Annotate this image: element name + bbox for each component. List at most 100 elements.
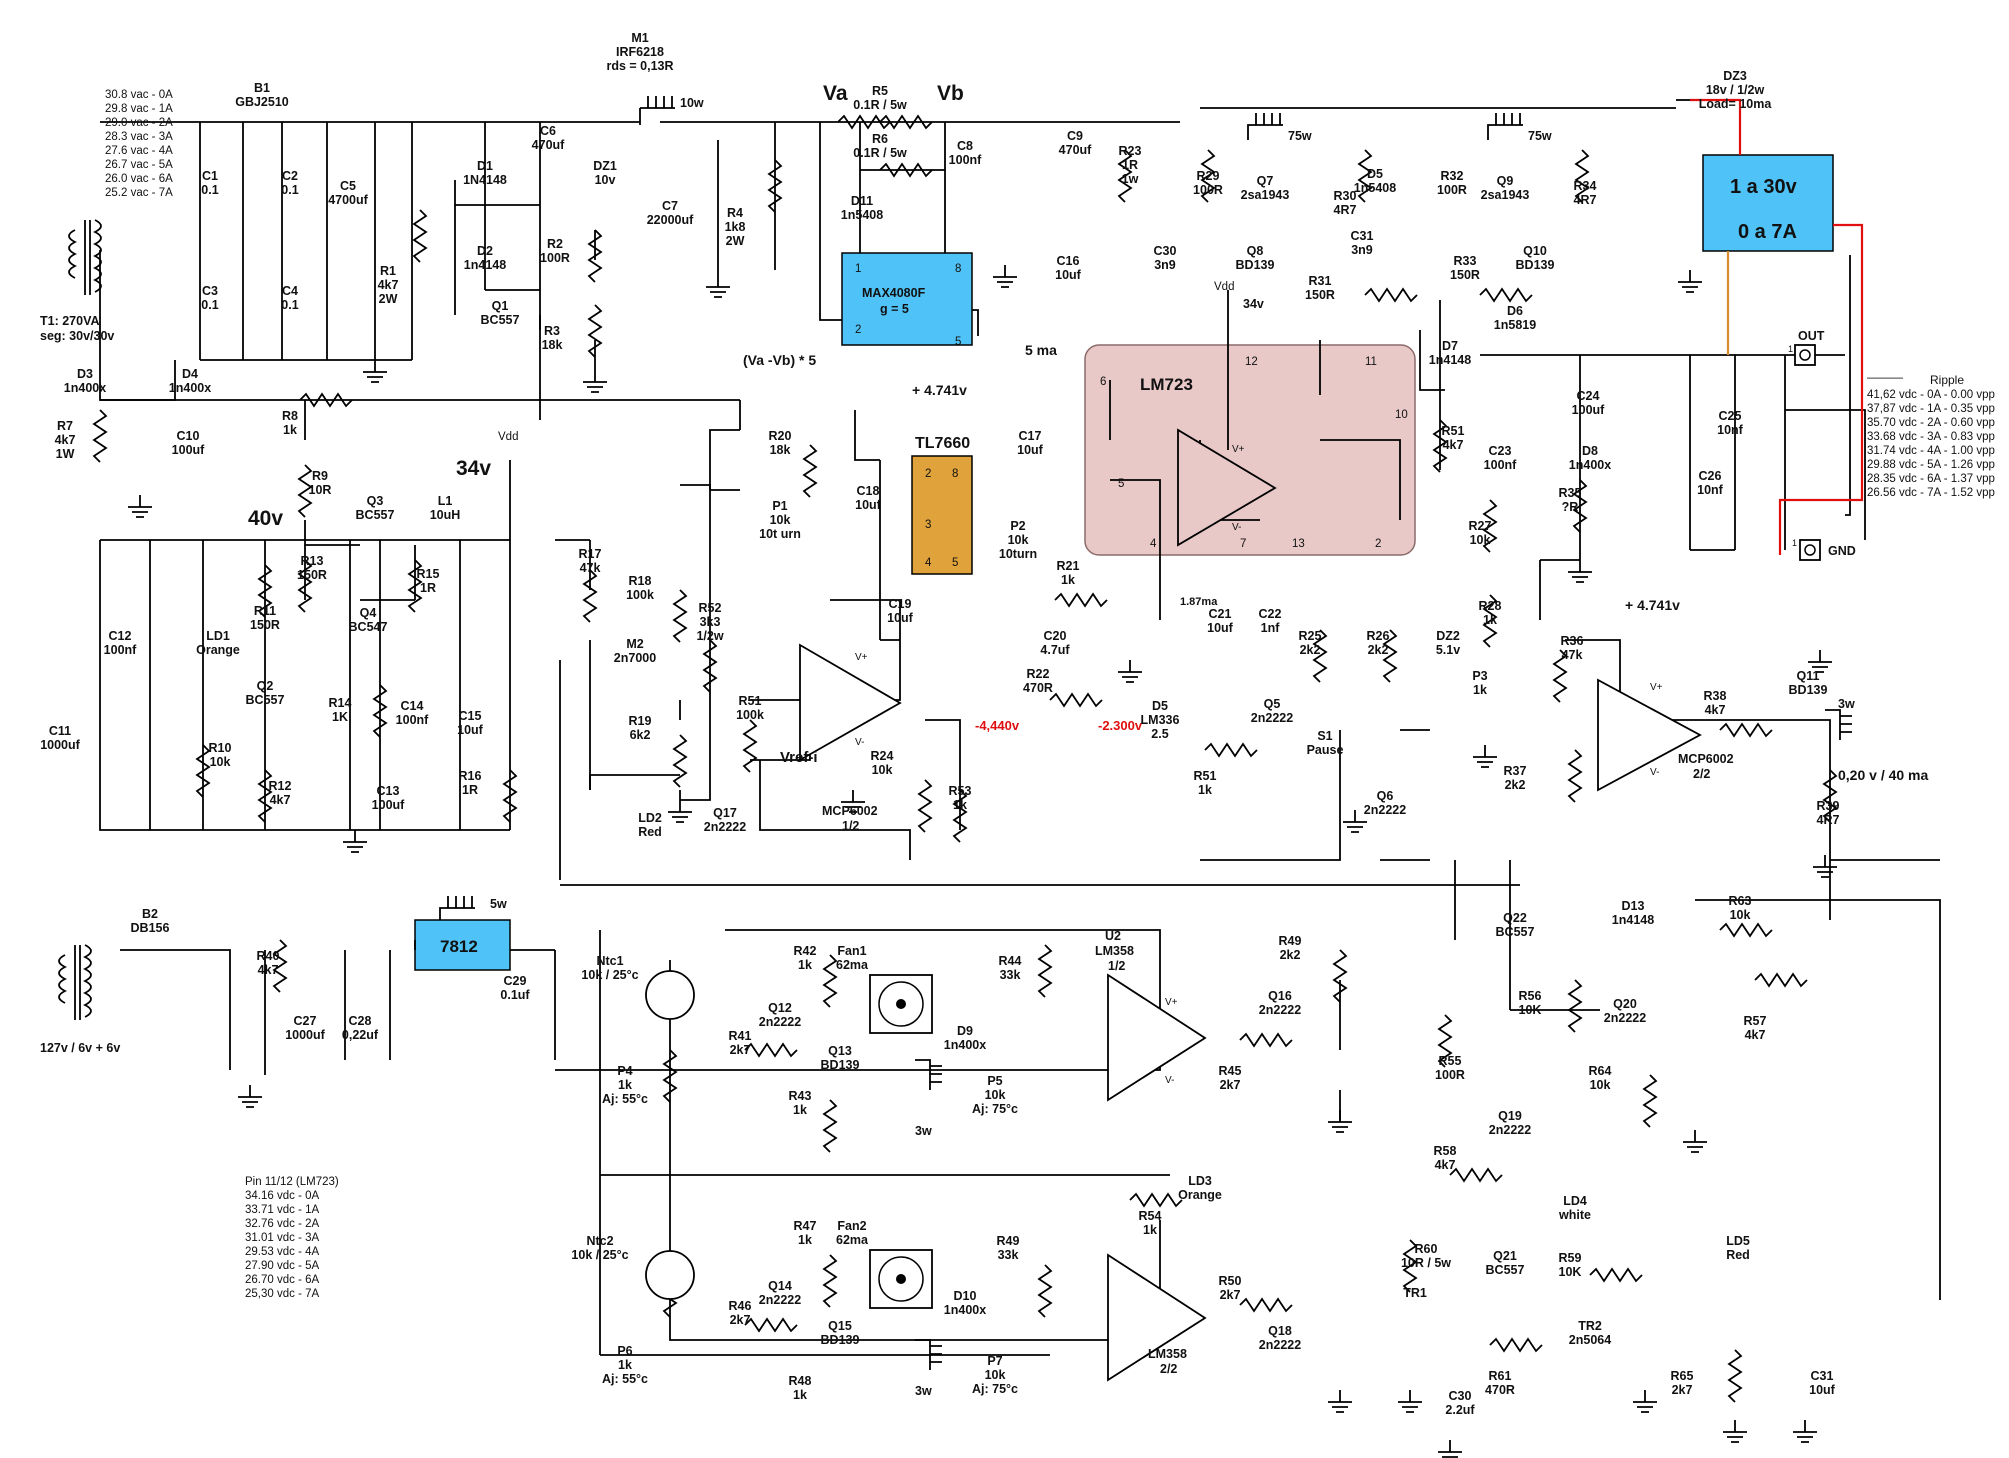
wires [99, 99, 1941, 1356]
lm723-vplus: V+ [1232, 444, 1245, 455]
tl7660-box [911, 455, 973, 575]
max4080-p1: 1 [855, 263, 861, 275]
lm723-p2: 2 [1375, 538, 1381, 550]
svg-text:28.35 vdc - 6A - 1.37 vpp: 28.35 vdc - 6A - 1.37 vpp [1867, 473, 1995, 485]
ntc1-icon [645, 970, 695, 1020]
tl7660-p3: 3 [925, 519, 931, 531]
node-neg-4440: -4,440v [975, 718, 1020, 733]
svg-text:Ripple: Ripple [1930, 373, 1964, 387]
lm723-p13: 13 [1292, 538, 1305, 550]
mcp-b-vplus: V+ [1650, 682, 1663, 693]
t1-taps: 30.8 vac - 0A 29.8 vac - 1A 29.0 vac - 2… [105, 89, 173, 199]
lm358-a [1107, 973, 1207, 1102]
svg-text:26.7 vac - 5A: 26.7 vac - 5A [105, 159, 173, 171]
max4080-p8: 8 [955, 263, 961, 275]
mcp-a-vplus: V+ [855, 652, 868, 663]
label-tr1: TR1 [1403, 1286, 1427, 1300]
max4080-box [841, 252, 973, 346]
node-vb: Vb [937, 82, 964, 105]
display-box [1702, 154, 1834, 252]
node-va-vb-gain: (Va -Vb) * 5 [743, 352, 816, 368]
u2b-type: LM358 [1148, 1347, 1187, 1361]
mcp-b-part: 2/2 [1693, 767, 1710, 781]
heatsinks [439, 96, 1852, 1370]
svg-text:———: ——— [1867, 370, 1903, 384]
lm723-p12: 12 [1245, 356, 1258, 368]
heat-q9: 75w [1528, 129, 1552, 143]
ntc2-icon [645, 1250, 695, 1300]
svg-text:32.76 vdc - 2A: 32.76 vdc - 2A [245, 1218, 319, 1230]
u2-vminus: V- [1165, 1075, 1174, 1086]
lm723-opamp [1177, 428, 1277, 547]
pin-1b: 1 [1792, 538, 1797, 548]
svg-text:28.3 vac - 3A: 28.3 vac - 3A [105, 131, 173, 143]
transformer2-icon [58, 944, 92, 1020]
out-terminal [1794, 344, 1816, 366]
svg-text:30.8 vac - 0A: 30.8 vac - 0A [105, 89, 173, 101]
node-ref-b: + 4.741v [1625, 597, 1680, 613]
u2-type: LM358 [1095, 944, 1134, 958]
svg-text:26.56 vdc - 7A - 1.52 vpp: 26.56 vdc - 7A - 1.52 vpp [1867, 487, 1995, 499]
lm358-b [1107, 1253, 1207, 1382]
display-neg-wire [1778, 223, 1864, 555]
pin-1a: 1 [1788, 344, 1793, 354]
lm723-p11: 11 [1365, 356, 1377, 368]
node-vdd-mid: Vdd [1214, 281, 1234, 293]
u2-vplus: V+ [1165, 997, 1178, 1008]
grounds [128, 265, 1837, 1458]
node-vdd-top: Vdd [498, 431, 518, 443]
heat-m1: 10w [680, 96, 704, 110]
